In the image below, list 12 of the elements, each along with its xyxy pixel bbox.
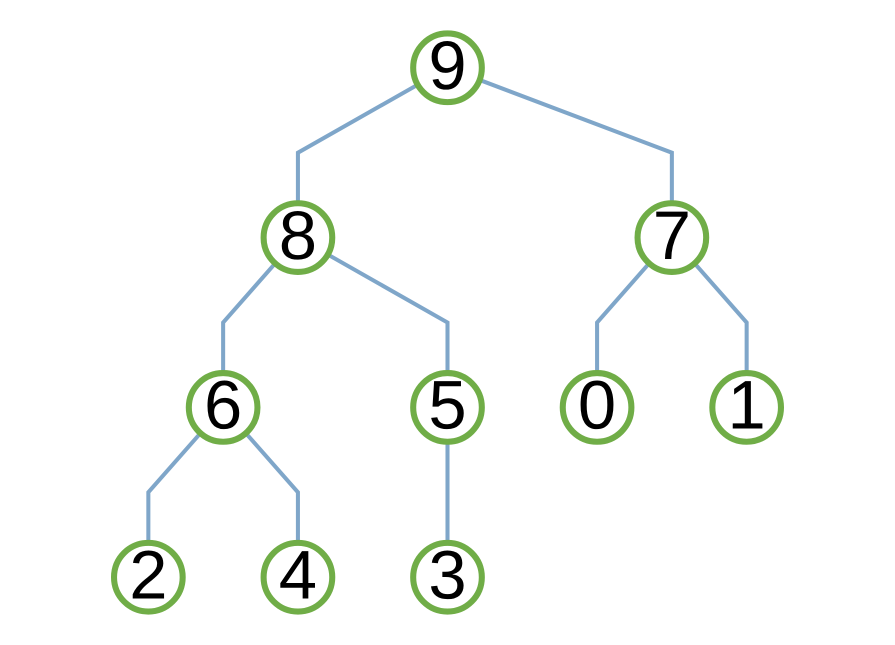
circle-node: 7 — [634, 198, 710, 276]
circle-node: 3 — [410, 538, 485, 615]
circle-node: 6 — [186, 368, 260, 445]
circle-node: 9 — [410, 28, 485, 106]
circle-node: 2 — [111, 538, 186, 615]
circle-node: 5 — [410, 368, 485, 445]
circle-node: 1 — [709, 368, 784, 445]
circle-node: 4 — [260, 538, 336, 615]
circle-node: 0 — [560, 368, 634, 445]
circle-node: 8 — [260, 198, 336, 276]
connector-line — [244, 432, 300, 543]
connector-line — [146, 432, 202, 543]
